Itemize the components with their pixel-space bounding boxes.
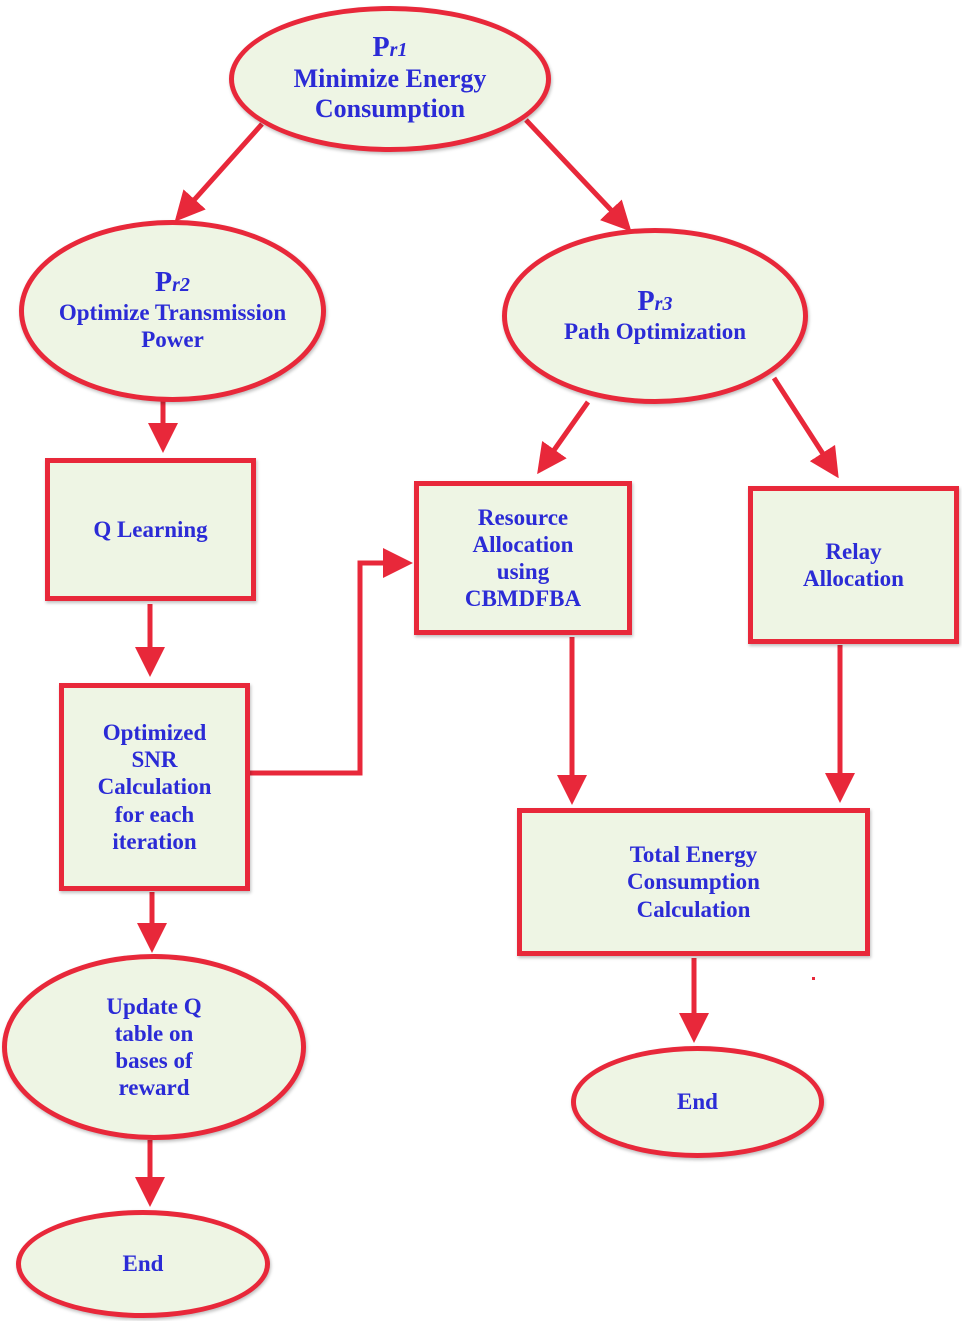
relay-label-line-2: Allocation [803,566,904,591]
node-q-learning: Q Learning [45,458,256,601]
node-pr1-minimize-energy: Pr1 Minimize Energy Consumption [229,6,551,152]
arrow-pr3-to-resource [537,400,591,475]
snr-label-line-1: Optimized [102,720,207,746]
pr1-label-line-2: Consumption [314,94,466,124]
node-pr3-path-optimization: Pr3 Path Optimization [502,228,808,404]
relay-label-line-1: Relay [825,538,882,564]
node-end-left: End [16,1210,270,1318]
snr-label-line-4: for each [114,801,195,827]
pr1-code: Pr1 [372,31,408,63]
pr2-label-line-2: Power [141,327,204,353]
arrow-pr3-to-relay [771,376,839,479]
pr1-label-line-1: Minimize Energy [293,63,487,93]
resource-label-line-4: CBMDFBA [464,586,582,612]
end-right-label: End [677,1089,718,1115]
arrow-pr1-to-pr3 [524,118,632,232]
total-energy-label-line-1: Total Energy [629,842,758,868]
update-q-label-line-4: reward [118,1075,190,1101]
stray-dot [812,977,815,980]
update-q-label-line-3: bases of [115,1048,193,1073]
pr3-label-line-1: Path Optimization [563,318,747,344]
pr3-code: Pr3 [637,286,673,318]
pr2-label-line-1: Optimize Transmission [58,300,287,326]
resource-label-line-3: using [496,559,550,584]
snr-label-line-3: Calculation [97,774,212,800]
resource-label-line-1: Resource [477,504,569,530]
update-q-label-line-2: table on [114,1020,194,1046]
total-energy-label-line-3: Calculation [636,896,751,922]
total-energy-label-line-2: Consumption [627,869,760,895]
node-pr2-optimize-power: Pr2 Optimize Transmission Power [19,220,326,402]
q-learning-label: Q Learning [93,516,208,542]
pr2-code: Pr2 [155,267,190,299]
node-end-right: End [571,1046,824,1158]
node-update-q-table: Update Q table on bases of reward [2,954,306,1140]
arrow-pr1-to-pr2 [174,122,264,222]
node-snr-calculation: Optimized SNR Calculation for each itera… [59,683,250,891]
node-relay-allocation: Relay Allocation [748,486,959,644]
end-left-label: End [122,1251,164,1277]
snr-label-line-5: iteration [112,828,197,854]
arrow-snr-to-resource [248,548,413,776]
node-resource-allocation: Resource Allocation using CBMDFBA [414,481,632,635]
snr-label-line-2: SNR [131,747,178,773]
node-total-energy-calculation: Total Energy Consumption Calculation [517,808,870,956]
update-q-label-line-1: Update Q [106,993,202,1019]
resource-label-line-2: Allocation [472,531,574,557]
